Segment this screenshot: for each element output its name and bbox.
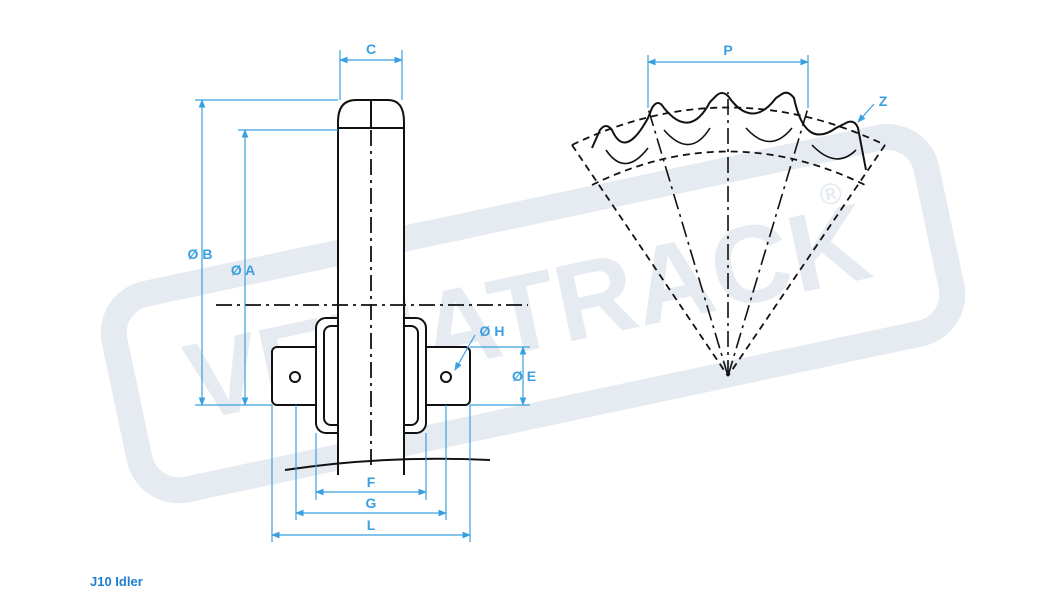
side-view-centerlines (216, 130, 528, 470)
sector-edge-left (571, 144, 729, 377)
drawing-caption: J10 Idler (90, 574, 143, 589)
sprocket-sector-view (571, 91, 886, 377)
side-view-dimensions (195, 50, 530, 542)
watermark: VEMATRACK ® (100, 123, 966, 504)
sector-dimensions (647, 55, 875, 123)
dim-label-p: P (723, 42, 732, 58)
sector-edge-right (727, 144, 886, 377)
sector-inner-arc (591, 150, 866, 186)
dim-label-h: Ø H (480, 323, 505, 339)
side-view-labels: C Ø B Ø A Ø H Ø E F G L (188, 41, 537, 533)
tooth-profile (591, 91, 867, 171)
pin-hole-right (440, 371, 452, 383)
dim-label-e: Ø E (512, 368, 536, 384)
track-arc (284, 457, 491, 471)
dim-label-g: G (366, 495, 377, 511)
dim-label-l: L (367, 517, 376, 533)
dim-label-f: F (367, 474, 376, 490)
pin-hole-left (289, 371, 301, 383)
dim-label-z: Z (879, 93, 888, 109)
dim-label-c: C (366, 41, 376, 57)
sector-labels: P Z (723, 42, 887, 109)
dim-label-b: Ø B (188, 246, 213, 262)
dim-label-a: Ø A (231, 262, 255, 278)
